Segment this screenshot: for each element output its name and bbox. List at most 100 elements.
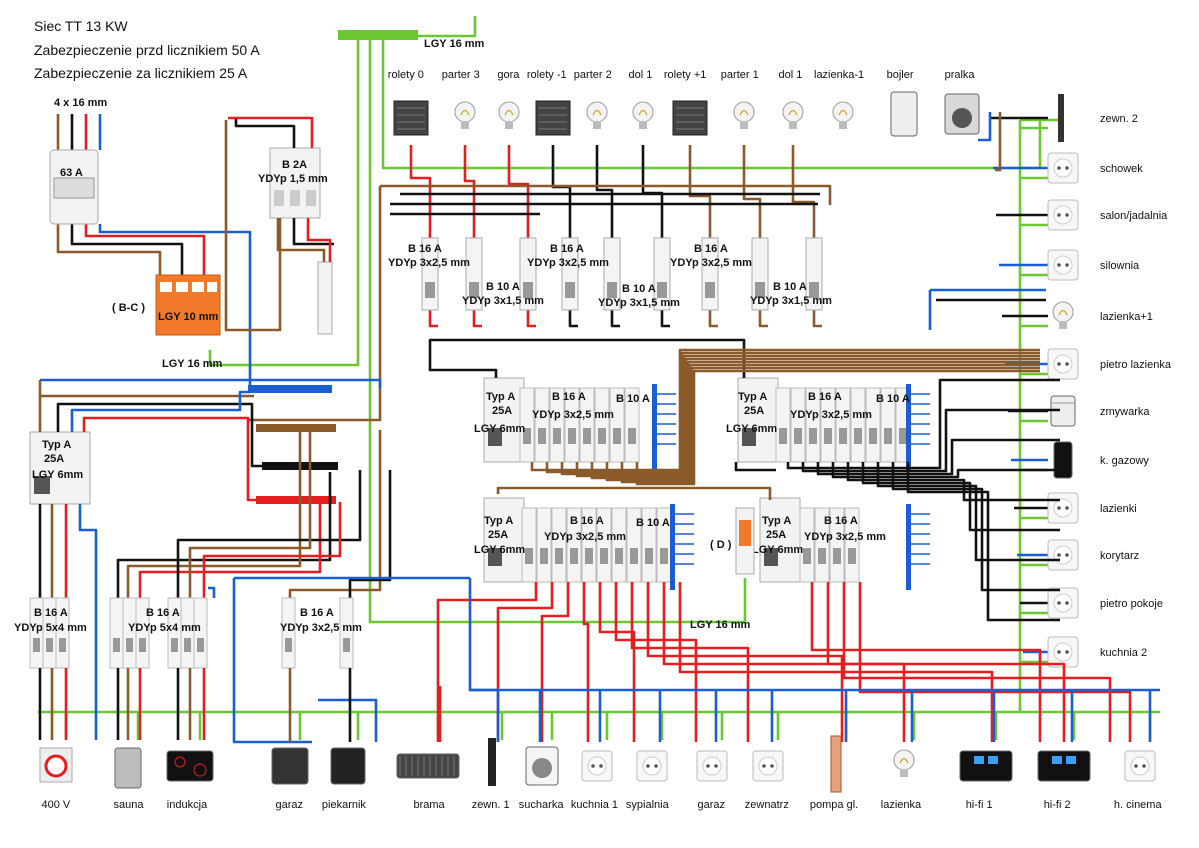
rcd-label: 25A bbox=[492, 405, 512, 417]
top-row-wires bbox=[248, 145, 832, 422]
top-b16-cable-1: YDYp 3x2,5 mm bbox=[388, 257, 470, 269]
main-breaker-label: 63 A bbox=[60, 167, 83, 179]
main-cable-label: 4 x 16 mm bbox=[54, 97, 107, 109]
bottom-load-2: indukcja bbox=[166, 750, 214, 811]
right-load-label: salon/jadalnia bbox=[1100, 210, 1168, 222]
bottom-load-label: hi-fi 1 bbox=[966, 799, 993, 811]
top-load-1: parter 3 bbox=[442, 69, 480, 129]
right-loads: zewn. 2schoweksalon/jadalniasilownialazi… bbox=[1047, 94, 1172, 668]
top-breaker bbox=[653, 237, 671, 311]
header-pre-meter: Zabezpieczenie przd licznikiem 50 A bbox=[34, 42, 260, 58]
board-breaker-label: YDYp 3x2,5 mm bbox=[790, 409, 872, 421]
bottom-load-6: zewn. 1 bbox=[472, 738, 510, 811]
bottom-load-9: sypialnia bbox=[626, 750, 670, 811]
right-load-label: schowek bbox=[1100, 163, 1143, 175]
top-load-label: lazienka-1 bbox=[814, 69, 864, 81]
top-b10-label-2: B 10 A bbox=[622, 283, 656, 295]
left-breakers bbox=[29, 597, 354, 669]
b2a-cable-label: YDYp 1,5 mm bbox=[258, 173, 328, 185]
right-load-7: k. gazowy bbox=[1053, 441, 1149, 479]
rcd-label: Typ A bbox=[486, 391, 515, 403]
top-b10-label-1: B 10 A bbox=[486, 281, 520, 293]
bottom-load-7: sucharka bbox=[519, 746, 564, 811]
right-load-label: pietro pokoje bbox=[1100, 598, 1163, 610]
right-load-label: kuchnia 2 bbox=[1100, 647, 1147, 659]
b2a-wires bbox=[224, 116, 334, 332]
spd-bc bbox=[155, 274, 221, 336]
top-load-label: parter 1 bbox=[721, 69, 759, 81]
left-breaker-group bbox=[109, 597, 150, 669]
top-b10-cable-3: YDYp 3x1,5 mm bbox=[750, 295, 832, 307]
bottom-load-label: zewnatrz bbox=[745, 799, 789, 811]
right-load-1: schowek bbox=[1047, 152, 1143, 184]
main-breaker bbox=[49, 149, 99, 225]
rcd-label: 25A bbox=[488, 529, 508, 541]
top-load-label: rolety -1 bbox=[527, 69, 567, 81]
top-breaker bbox=[421, 237, 439, 311]
top-loads: rolety 0 parter 3 gora rolety -1 parter 2 dol… bbox=[388, 69, 980, 137]
right-load-label: pietro lazienka bbox=[1100, 359, 1172, 371]
top-load-2: gora bbox=[497, 69, 520, 129]
bottom-load-label: pompa gl. bbox=[810, 799, 858, 811]
header-post-meter: Zabezpieczenie za licznikiem 25 A bbox=[34, 65, 248, 81]
rcd-label: LGY 6mm bbox=[474, 544, 525, 556]
bottom-load-label: piekarnik bbox=[322, 799, 367, 811]
bottom-load-16: h. cinema bbox=[1114, 750, 1163, 811]
right-load-label: lazienki bbox=[1100, 503, 1137, 515]
bottom-load-3: garaz bbox=[271, 747, 309, 811]
top-load-6: rolety +1 bbox=[664, 69, 708, 136]
top-b16-label-2: B 16 A bbox=[550, 243, 584, 255]
right-load-2: salon/jadalnia bbox=[1047, 199, 1168, 231]
garage-cable-label: YDYp 3x2,5 mm bbox=[280, 622, 362, 634]
top-load-label: parter 3 bbox=[442, 69, 480, 81]
right-load-label: k. gazowy bbox=[1100, 455, 1149, 467]
top-load-10: bojler bbox=[887, 69, 918, 137]
top-load-7: parter 1 bbox=[721, 69, 759, 129]
top-b16-cable-3: YDYp 3x2,5 mm bbox=[670, 257, 752, 269]
bottom-load-label: hi-fi 2 bbox=[1044, 799, 1071, 811]
bottom-load-14: hi-fi 1 bbox=[959, 750, 1013, 811]
rcd-board bbox=[759, 497, 930, 590]
bottom-wires bbox=[38, 578, 1160, 744]
top-load-label: rolety 0 bbox=[388, 69, 424, 81]
board-breaker-label: YDYp 3x2,5 mm bbox=[544, 531, 626, 543]
top-breaker bbox=[805, 237, 823, 311]
top-breaker bbox=[603, 237, 621, 311]
spd-d bbox=[735, 507, 755, 575]
top-load-label: parter 2 bbox=[574, 69, 612, 81]
sauna400-cable-label: YDYp 5x4 mm bbox=[14, 622, 87, 634]
top-breaker bbox=[519, 237, 537, 311]
bottom-load-label: indukcja bbox=[167, 799, 208, 811]
bottom-load-label: zewn. 1 bbox=[472, 799, 510, 811]
top-load-8: dol 1 bbox=[779, 69, 804, 129]
bottom-load-label: h. cinema bbox=[1114, 799, 1163, 811]
bottom-load-11: zewnatrz bbox=[745, 750, 789, 811]
top-load-4: parter 2 bbox=[574, 69, 612, 129]
board-breaker-label: B 16 A bbox=[824, 515, 858, 527]
top-load-11: pralka bbox=[944, 69, 980, 135]
top-load-3: rolety -1 bbox=[527, 69, 571, 136]
board-breaker-label: B 16 A bbox=[552, 391, 586, 403]
board-breaker-label: B 10 A bbox=[876, 393, 910, 405]
top-load-0: rolety 0 bbox=[388, 69, 429, 136]
top-load-9: lazienka-1 bbox=[814, 69, 864, 129]
left-rcd-type: Typ A bbox=[42, 439, 71, 451]
top-load-label: dol 1 bbox=[629, 69, 653, 81]
board-breaker-label: B 10 A bbox=[636, 517, 670, 529]
bottom-load-12: pompa gl. bbox=[810, 735, 858, 811]
right-load-label: lazienka+1 bbox=[1100, 311, 1153, 323]
bottom-load-label: kuchnia 1 bbox=[571, 799, 618, 811]
right-load-5: pietro lazienka bbox=[1047, 348, 1172, 380]
rcd-label: Typ A bbox=[484, 515, 513, 527]
top-breaker bbox=[465, 237, 483, 311]
top-b16-cable-2: YDYp 3x2,5 mm bbox=[527, 257, 609, 269]
right-load-label: silownia bbox=[1100, 260, 1140, 272]
top-breaker bbox=[561, 237, 579, 311]
top-load-label: gora bbox=[497, 69, 520, 81]
bottom-load-13: lazienka bbox=[881, 749, 922, 811]
right-load-6: zmywarka bbox=[1050, 395, 1150, 427]
sauna400-breaker-label: B 16 A bbox=[34, 607, 68, 619]
left-breaker-group bbox=[281, 597, 296, 669]
